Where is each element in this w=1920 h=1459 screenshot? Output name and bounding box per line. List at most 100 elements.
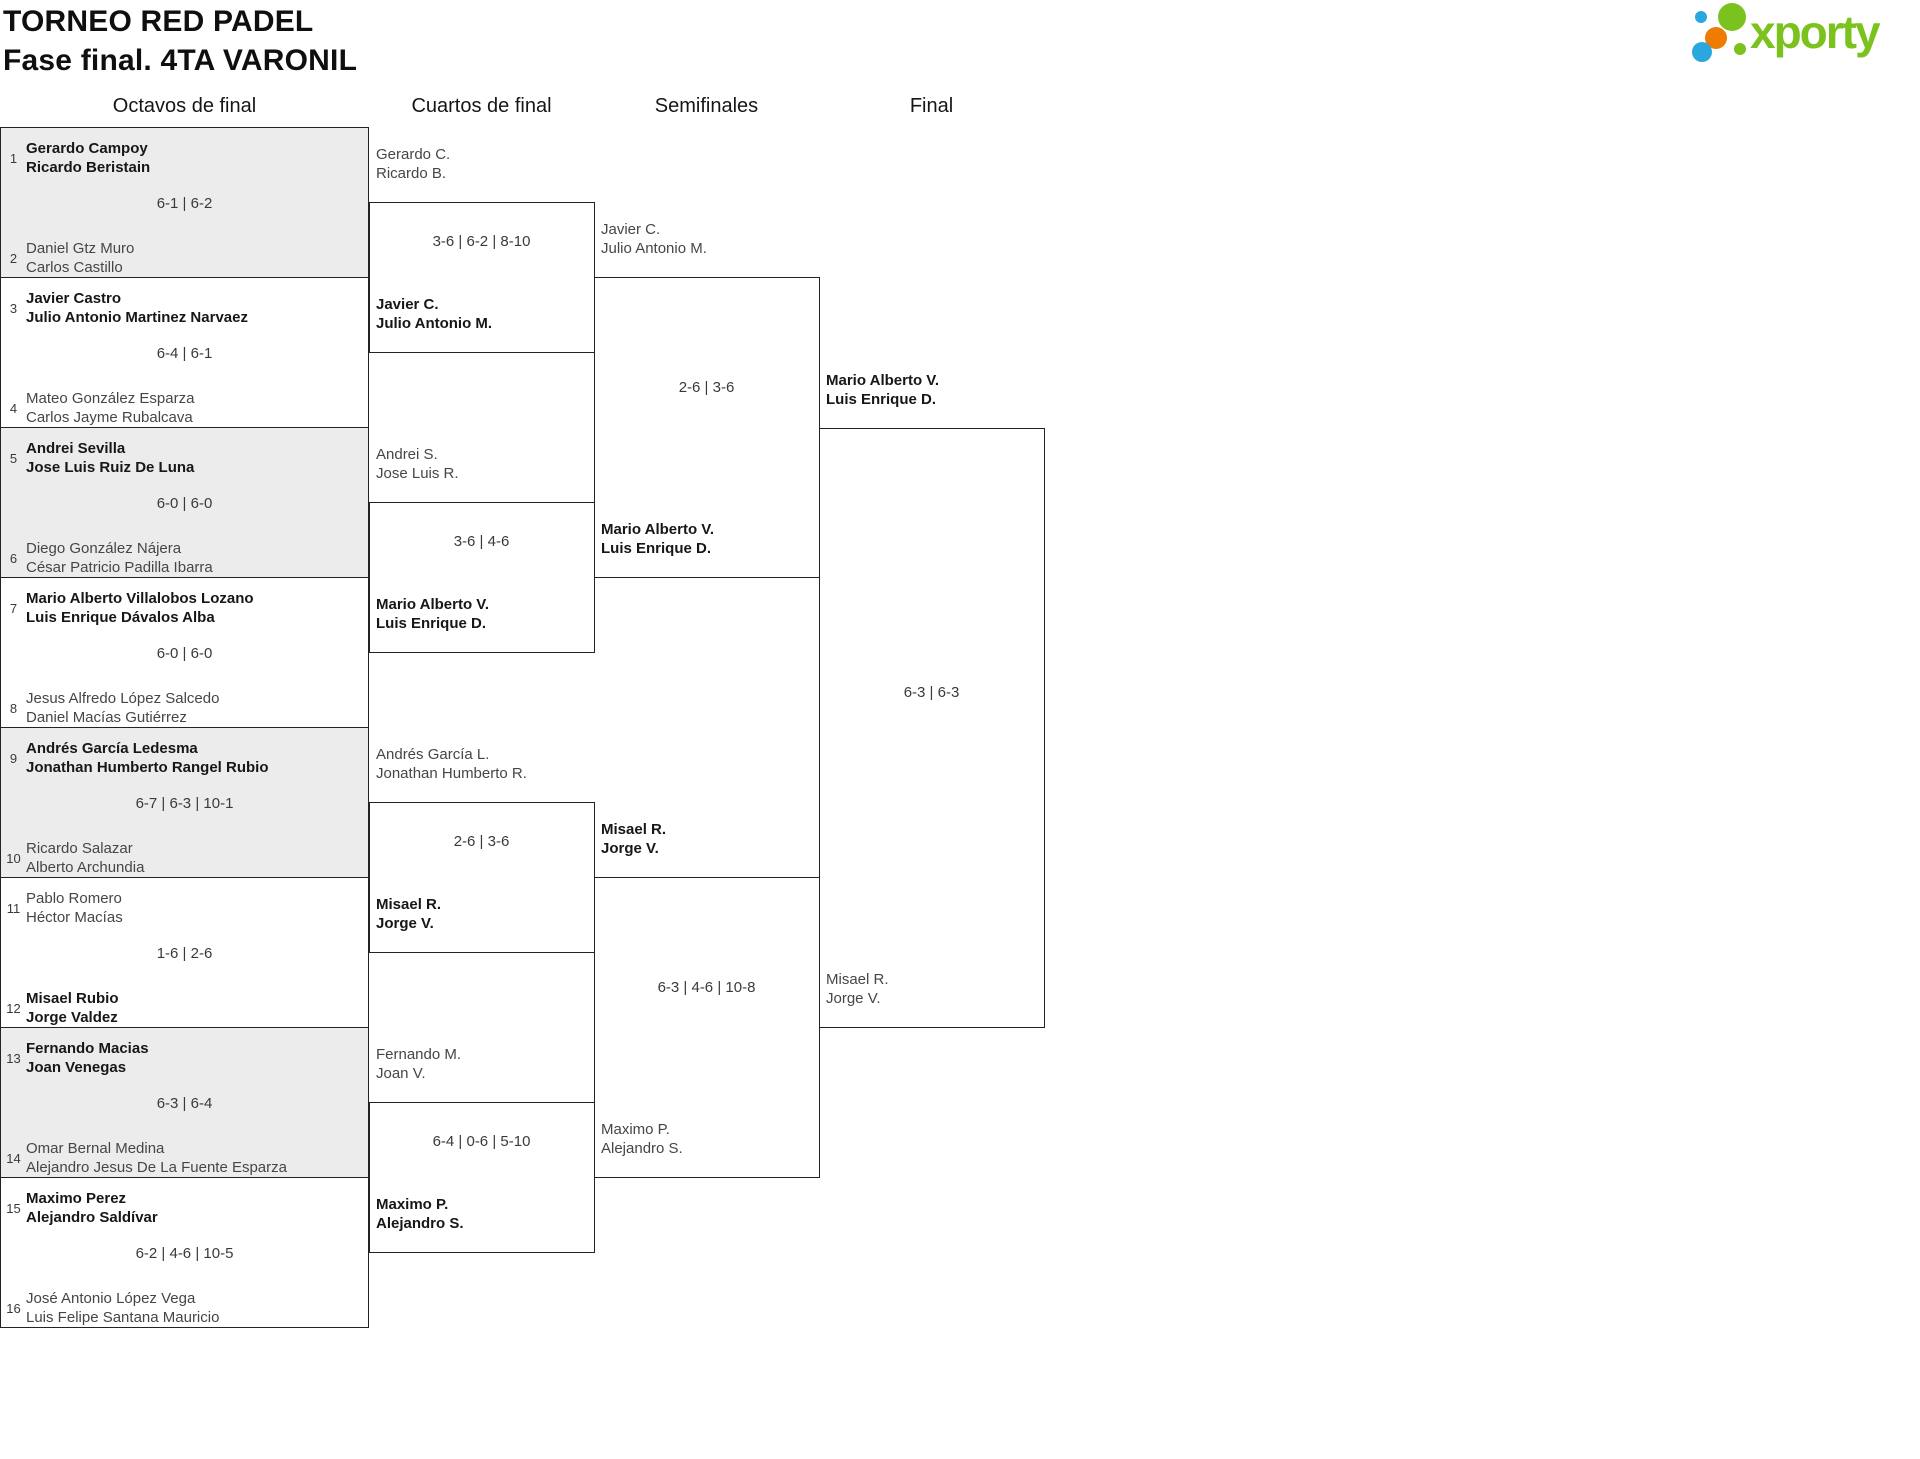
seed-number: 8 [9,700,18,716]
advancing-team-label: Gerardo C.Ricardo B. [376,146,451,182]
match-score: 3-6 | 4-6 [453,533,510,550]
advancing-team-label: Fernando M.Joan V. [376,1046,462,1082]
advancing-team-label: Mario Alberto V.Luis Enrique D. [826,372,940,408]
page-subtitle: Fase final. 4TA VARONIL [3,44,358,77]
advancing-team-label: Andrés García L.Jonathan Humberto R. [376,746,527,782]
seed-number: 3 [9,300,18,316]
logo-dot-blue-small [1695,11,1707,23]
advancing-team-label: Maximo P.Alejandro S. [376,1196,464,1232]
advancing-team-label: Mario Alberto V.Luis Enrique D. [601,521,715,557]
advancing-team-label: Javier C.Julio Antonio M. [601,221,707,257]
final-box [819,428,1045,1028]
seed-number: 7 [9,600,18,616]
seed-number: 2 [9,250,18,266]
xporty-logo[interactable]: xporty [1684,2,1920,68]
page-title-block: TORNEO RED PADEL Fase final. 4TA VARONIL [3,2,357,80]
seed-number: 1 [9,150,18,166]
match-score: 6-1 | 6-2 [156,195,213,212]
match-score: 6-4 | 6-1 [156,345,213,362]
match-score: 2-6 | 3-6 [453,833,510,850]
seed-number: 4 [9,400,18,416]
advancing-team-label: Misael R.Jorge V. [601,821,667,857]
seed-number: 13 [6,1050,21,1066]
match-score: 2-6 | 3-6 [678,379,735,396]
advancing-team-label: Misael R.Jorge V. [376,896,442,932]
seed-number: 12 [6,1000,21,1016]
seed-number: 14 [6,1150,21,1166]
logo-dot-blue-medium [1692,42,1712,62]
round-header-final: Final [909,95,954,117]
page-title: TORNEO RED PADEL [3,5,314,38]
match-score: 6-4 | 0-6 | 5-10 [432,1133,531,1150]
match-score: 6-2 | 4-6 | 10-5 [135,1245,234,1262]
match-score: 6-3 | 6-4 [156,1095,213,1112]
advancing-team-label: Andrei S.Jose Luis R. [376,446,459,482]
logo-dot-green-small [1734,43,1746,55]
semifinal-box-1 [594,277,820,578]
round-header-semifinales: Semifinales [654,95,759,117]
round-header-octavos: Octavos de final [112,95,257,117]
match-score: 6-3 | 4-6 | 10-8 [657,979,756,996]
match-score: 1-6 | 2-6 [156,945,213,962]
seed-number: 10 [6,850,21,866]
match-score: 3-6 | 6-2 | 8-10 [432,233,531,250]
advancing-team-label: Javier C.Julio Antonio M. [376,296,493,332]
seed-number: 9 [9,750,18,766]
match-score: 6-0 | 6-0 [156,495,213,512]
round-header-cuartos: Cuartos de final [411,95,552,117]
seed-number: 15 [6,1200,21,1216]
logo-dot-green-big [1718,3,1746,31]
seed-number: 5 [9,450,18,466]
logo-dot-orange [1705,27,1727,49]
seed-number: 16 [6,1300,21,1316]
advancing-team-label: Mario Alberto V.Luis Enrique D. [376,596,490,632]
match-score: 6-7 | 6-3 | 10-1 [135,795,234,812]
advancing-team-label: Misael R.Jorge V. [826,971,889,1007]
match-score: 6-3 | 6-3 [903,684,960,701]
advancing-team-label: Maximo P.Alejandro S. [601,1121,683,1157]
match-score: 6-0 | 6-0 [156,645,213,662]
seed-number: 6 [9,550,18,566]
seed-number: 11 [6,900,21,916]
